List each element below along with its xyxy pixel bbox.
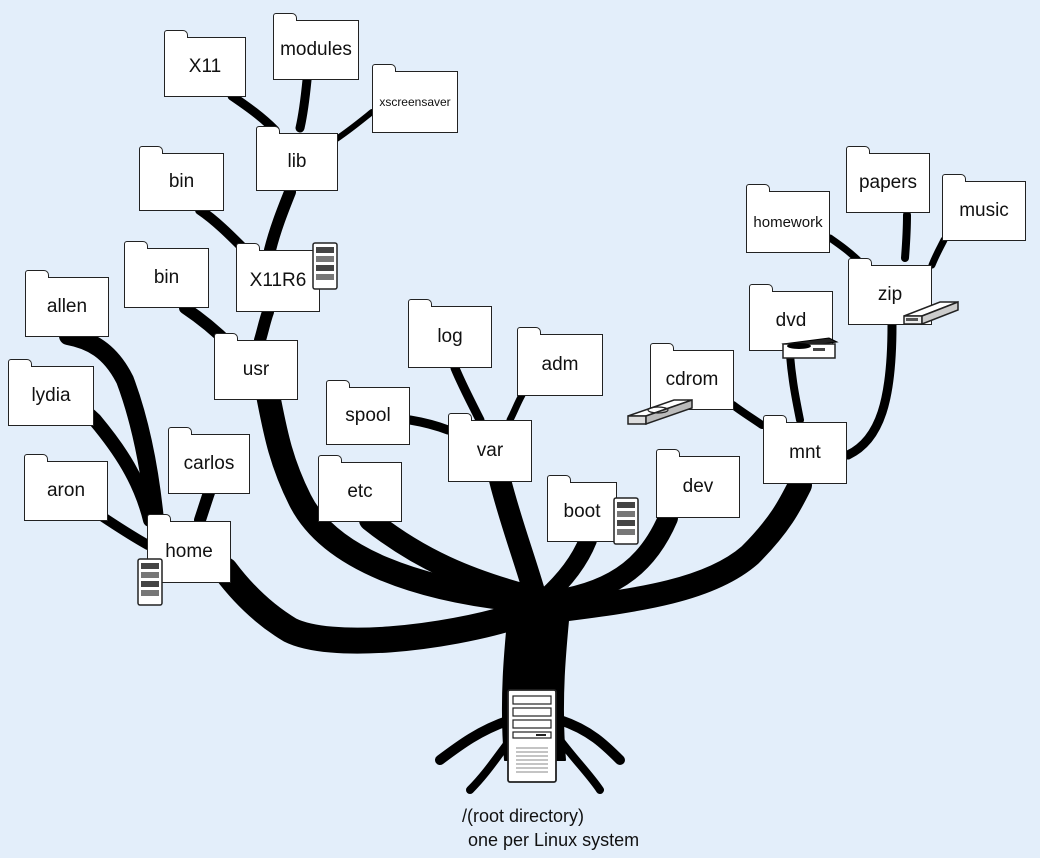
- folder-spool[interactable]: spool: [325, 380, 410, 445]
- zip-drive-icon: [903, 300, 959, 326]
- branch-mnt-dvd: [786, 351, 804, 424]
- folder-label: aron: [46, 480, 86, 501]
- dvd-drive-icon: [781, 337, 839, 359]
- branch-root-var: [489, 469, 546, 606]
- folder-label: var: [476, 440, 504, 461]
- folder-label: X11: [188, 56, 222, 77]
- folder-label: bin: [168, 171, 195, 192]
- folder-xscreensaver[interactable]: xscreensaver: [371, 64, 458, 133]
- folder-boot[interactable]: boot: [546, 475, 617, 542]
- folder-allen[interactable]: allen: [24, 270, 109, 337]
- folder-bin-mid[interactable]: bin: [123, 241, 209, 308]
- branch-lib-xscreensaver: [332, 109, 375, 143]
- hard-disk-icon: [613, 497, 639, 545]
- folder-label: music: [959, 200, 1009, 221]
- branch-root-mnt: [548, 473, 812, 622]
- folder-label: log: [437, 326, 463, 347]
- folder-label: home: [165, 541, 213, 562]
- cdrom-drive-icon: [627, 398, 693, 426]
- branch-lib-x11: [227, 91, 280, 135]
- branch-zip-papers: [901, 211, 911, 262]
- folder-label: spool: [345, 405, 391, 426]
- folder-label: usr: [242, 359, 270, 380]
- folder-label: homework: [753, 213, 823, 231]
- folder-label: cdrom: [665, 369, 719, 390]
- folder-label: dvd: [775, 310, 807, 331]
- branch-mnt-zip: [843, 320, 897, 460]
- branch-var-log: [450, 363, 485, 425]
- root-right-2: [556, 736, 604, 794]
- folder-aron[interactable]: aron: [23, 454, 108, 521]
- branch-home-carlos: [194, 484, 216, 526]
- folder-label: xscreensaver: [379, 95, 451, 109]
- folder-papers[interactable]: papers: [845, 146, 930, 213]
- root-caption-line2: one per Linux system: [468, 830, 640, 850]
- branch-home-allen: [59, 327, 164, 529]
- server-tower-icon: [507, 689, 557, 783]
- folder-label: etc: [347, 481, 373, 502]
- folder-lib[interactable]: lib: [255, 126, 338, 191]
- folder-label: X11R6: [249, 270, 307, 291]
- branch-lib-modules: [295, 75, 312, 133]
- folder-label: carlos: [183, 453, 235, 474]
- folder-label: dev: [682, 476, 714, 497]
- hard-disk-icon: [137, 558, 163, 606]
- branch-x11r6-lib: [264, 186, 296, 256]
- folder-label: adm: [541, 354, 579, 375]
- folder-lydia[interactable]: lydia: [7, 359, 94, 426]
- folder-label: mnt: [789, 442, 821, 463]
- folder-adm[interactable]: adm: [516, 327, 603, 396]
- folder-etc[interactable]: etc: [317, 455, 402, 522]
- folder-bin-top[interactable]: bin: [138, 146, 224, 211]
- branch-root-usr: [256, 383, 532, 612]
- branch-var-spool: [405, 415, 453, 435]
- folder-music[interactable]: music: [941, 174, 1026, 241]
- branch-root-home: [212, 557, 533, 654]
- folder-label: lib: [287, 151, 307, 172]
- branch-usr-x11r6: [254, 306, 274, 346]
- root-left-1: [435, 715, 515, 765]
- folder-label: bin: [153, 267, 180, 288]
- folder-x11[interactable]: X11: [163, 30, 246, 97]
- branch-zip-music: [928, 236, 948, 269]
- folder-modules[interactable]: modules: [272, 13, 359, 80]
- folder-mnt[interactable]: mnt: [762, 415, 847, 484]
- folder-label: papers: [858, 172, 918, 193]
- folder-x11r6[interactable]: X11R6: [235, 243, 320, 312]
- folder-homework[interactable]: homework: [745, 184, 830, 253]
- branch-root-dev: [545, 508, 678, 610]
- folder-log[interactable]: log: [407, 299, 492, 368]
- folder-label: modules: [280, 39, 352, 60]
- folder-label: lydia: [31, 385, 71, 406]
- folder-carlos[interactable]: carlos: [167, 427, 250, 494]
- root-right-1: [555, 715, 625, 765]
- branch-var-adm: [506, 391, 526, 424]
- folder-label: allen: [46, 296, 88, 317]
- branch-mnt-cdrom: [729, 401, 766, 429]
- folder-label: boot: [563, 501, 601, 522]
- folder-usr[interactable]: usr: [213, 333, 298, 400]
- root-left-2: [466, 736, 514, 794]
- folder-var[interactable]: var: [447, 413, 532, 482]
- branch-root-etc: [359, 509, 536, 606]
- folder-dev[interactable]: dev: [655, 449, 740, 518]
- root-caption-line1: /(root directory): [462, 806, 585, 826]
- folder-label: zip: [877, 284, 903, 305]
- hard-disk-icon: [312, 242, 338, 290]
